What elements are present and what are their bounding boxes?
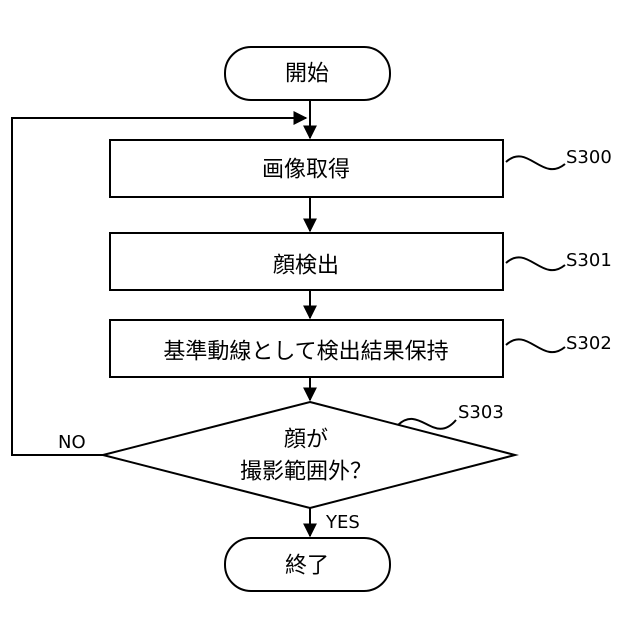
leader-s302: [506, 339, 565, 352]
end-label: 終了: [285, 554, 329, 579]
leader-s301: [506, 257, 565, 270]
step-s300-label: 画像取得: [262, 158, 350, 183]
step-s302-label: 基準動線として検出結果保持: [163, 340, 448, 365]
decision-line2: 撮影範囲外？: [240, 460, 372, 485]
step-s300-id: S300: [566, 147, 612, 168]
step-s302-id: S302: [566, 333, 612, 354]
leader-s300: [506, 156, 565, 169]
step-s301-label: 顔検出: [273, 254, 339, 279]
decision-id: S303: [458, 402, 504, 423]
start-label: 開始: [285, 62, 329, 87]
no-label: NO: [58, 432, 86, 453]
yes-label: YES: [325, 512, 360, 533]
step-s301-id: S301: [566, 250, 612, 271]
decision-line1: 顔が: [284, 428, 328, 453]
decision-diamond-s303: [103, 402, 515, 508]
